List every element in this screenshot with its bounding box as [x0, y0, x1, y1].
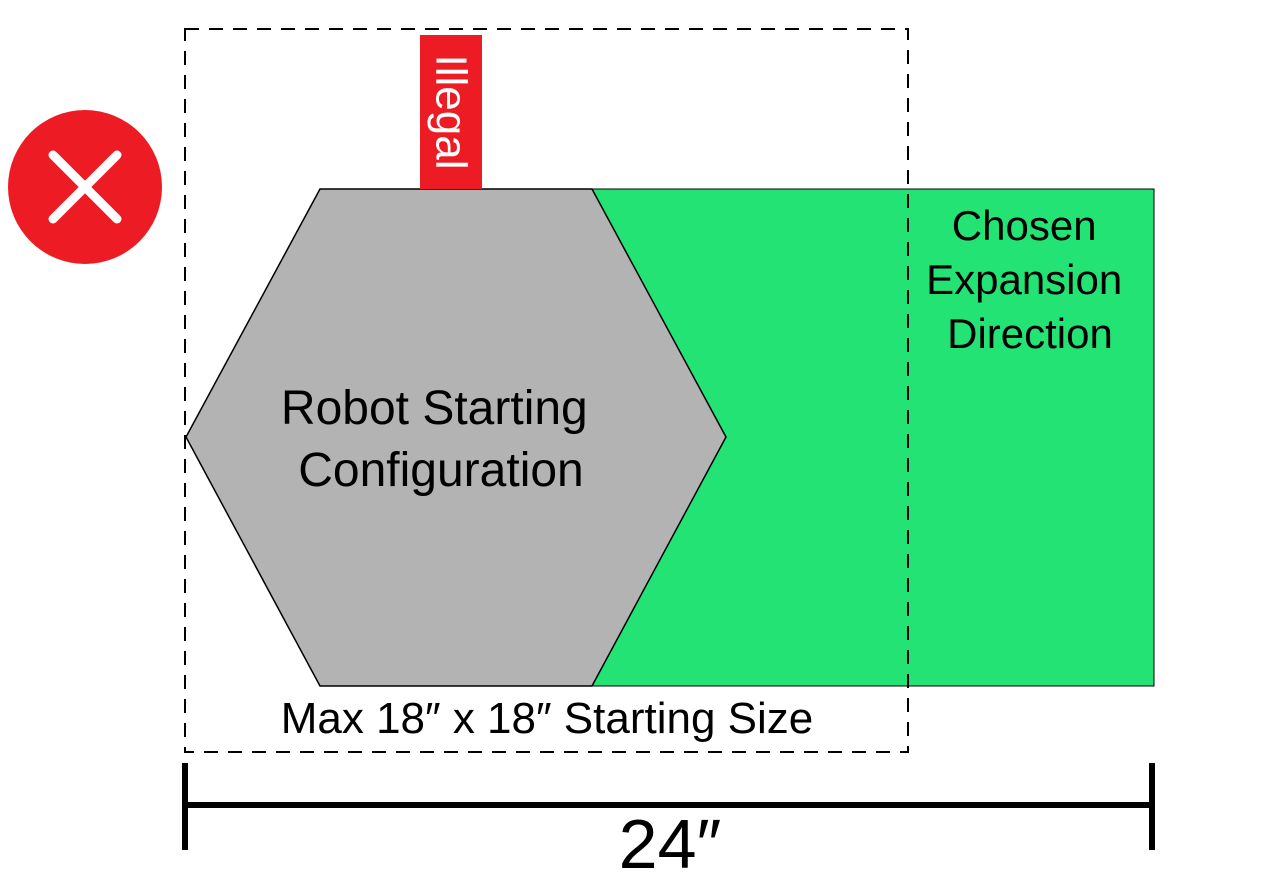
robot-label-line1: Robot Starting [281, 382, 588, 435]
starting-size-label: Max 18″ x 18″ Starting Size [281, 694, 814, 743]
expansion-label-line3: Direction [947, 310, 1113, 357]
illegal-tab [420, 35, 482, 189]
dimension-line [182, 763, 1155, 850]
illegal-label: Illegal [427, 55, 476, 170]
expansion-label-line2: Expansion [926, 256, 1122, 303]
robot-label-line2: Configuration [298, 444, 584, 497]
x-stroke-2 [48, 150, 122, 224]
robot-label: Robot Starting Configuration [281, 382, 601, 497]
starting-size-box [184, 28, 909, 753]
expansion-label: Chosen Expansion Direction [926, 202, 1134, 357]
close-x-icon [8, 110, 162, 264]
dimension-label: 24″ [619, 805, 722, 883]
illegal-protrusion: Illegal [420, 35, 482, 189]
expansion-label-line1: Chosen [952, 202, 1097, 249]
